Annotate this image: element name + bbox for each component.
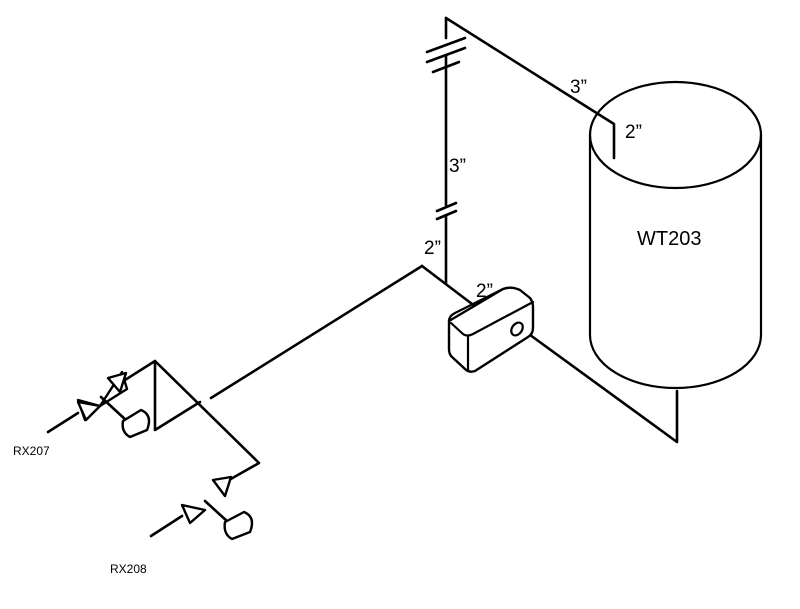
- flow-meter: [447, 286, 535, 373]
- meter-dial-icon: [510, 321, 524, 337]
- riser-size-label-2in: 2”: [424, 238, 441, 259]
- top-line-3in: [444, 16, 616, 160]
- tank-wt203: WT203: [588, 80, 763, 390]
- top-line-size-label: 3”: [570, 77, 587, 98]
- valve-manifold: [123, 359, 261, 482]
- nozzle-size-label: 2”: [625, 122, 642, 143]
- tank-body: [588, 133, 763, 390]
- main-line: [209, 264, 679, 444]
- riser-size-label-3in: 3”: [449, 156, 466, 177]
- valve-label-rx207: RX207: [13, 444, 50, 458]
- control-valve-rx208: [149, 475, 254, 541]
- valve-label-rx208: RX208: [110, 562, 147, 576]
- tank-label: WT203: [637, 228, 701, 250]
- control-valve-rx207: [46, 370, 151, 439]
- meter-size-label: 2”: [476, 281, 493, 302]
- tank-top: [588, 80, 763, 190]
